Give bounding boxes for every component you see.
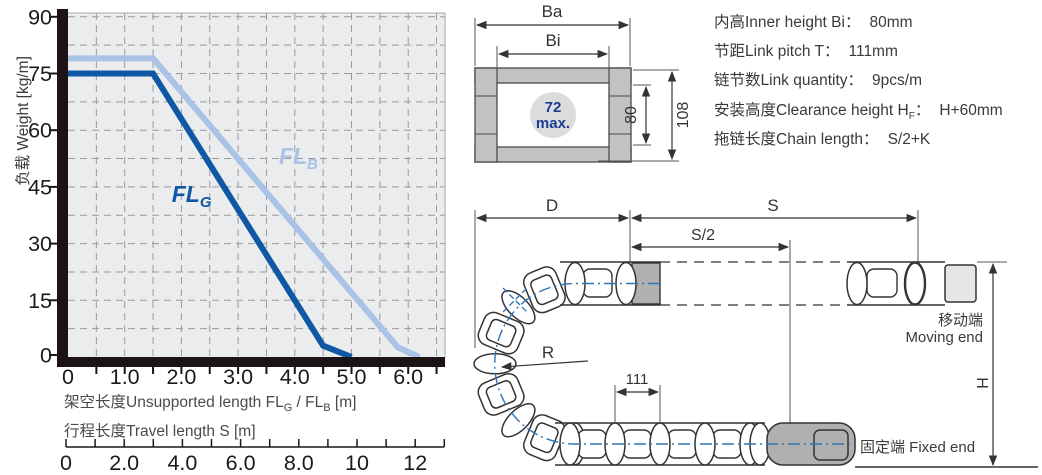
travel-tick-label: 6.0: [226, 451, 256, 475]
x-tick-label: 5.0: [337, 365, 367, 389]
axis-ticks: [49, 15, 438, 374]
y-tick-label: 60: [28, 119, 52, 143]
cable-max-value: 72: [545, 99, 562, 116]
side-plate-left: [474, 67, 498, 163]
series-line-FL_B: [68, 55, 421, 360]
chart-x-axis-captions: 架空长度Unsupported length FLG / FLB [m] 行程长…: [64, 391, 356, 443]
fixed-end-inner-plate: [813, 429, 849, 461]
side-plate-right: [608, 67, 632, 163]
spec-inner-height-value: 80mm: [869, 14, 913, 31]
x-axis-bar: [57, 357, 446, 367]
hf-subscript: F: [908, 110, 915, 122]
pitch-dimension-label: 111: [626, 371, 649, 388]
x-tick-label: 4.0: [280, 365, 310, 389]
ba-extension-lines: [474, 18, 631, 66]
series-line-FL_G: [68, 70, 353, 360]
y-tick-label: 45: [28, 175, 52, 199]
cable-diameter-circle: [530, 92, 576, 138]
travel-tick-label: 4.0: [167, 451, 197, 475]
outer-height-extension-lines: [598, 69, 679, 162]
top-link-plate: [866, 268, 898, 298]
spec-link-quantity-value: 9pcs/m: [872, 72, 923, 90]
moving-end-bracket: [944, 264, 977, 303]
y-tick-label: 75: [28, 62, 52, 86]
s-half-dimension-label: S/2: [691, 227, 715, 244]
spec-link-pitch: 节距Link pitch T：111mm: [714, 43, 898, 61]
top-run-rails: [560, 261, 945, 306]
x-tick-label: 2.0: [166, 365, 196, 389]
chain-centerline: [494, 282, 853, 445]
plot-border: [68, 12, 446, 357]
ba-dimension-label: Ba: [542, 2, 563, 21]
caption-unsupported-length: 架空长度Unsupported length FLG / FLB [m]: [64, 394, 357, 415]
series-label-FL_G: FLG: [172, 181, 212, 211]
fl-g-subscript: G: [283, 402, 293, 415]
radius-label: R: [542, 343, 554, 362]
radius-leader-line: [500, 360, 589, 371]
travel-tick-label: 2.0: [109, 451, 139, 475]
crossbar-bottom: [474, 146, 632, 163]
cross-section-diagram: 72 max. Ba Bi 80 108: [474, 2, 692, 163]
spec-clearance-height: 安装高度Clearance height HF：H+60mm: [714, 101, 1003, 122]
s-dimension-label: S: [767, 196, 778, 215]
fixed-end-label: 固定端 Fixed end: [860, 439, 975, 456]
side-plate-segments: [475, 95, 631, 135]
link-joint-moving: [903, 261, 927, 306]
load-capacity-chart: FLB FLG 0 15 30 45 60 75 90 0 1.0 2.0 3.0 4.0 5.0 6.0 0 2…: [28, 5, 446, 475]
spec-inner-height: 内高Inner height Bi：80mm: [714, 14, 913, 31]
chain-layout-diagram: D S S/2 R 111 H: [473, 196, 1038, 468]
spec-link-quantity: 链节数Link quantity：9pcs/m: [714, 72, 923, 90]
extension-lines: [474, 210, 1007, 445]
travel-tick-label: 12: [403, 451, 427, 475]
cable-max-label: max.: [536, 115, 570, 132]
bi-dimension-label: Bi: [545, 31, 560, 50]
spec-link-pitch-value: 111mm: [848, 43, 898, 61]
fl-b-subscript: B: [323, 402, 331, 415]
chart-y-axis-title: 负载 Weight [kg/m]: [15, 56, 32, 186]
x-tick-label: 0: [62, 365, 74, 389]
travel-tick-label: 0: [60, 451, 72, 475]
travel-tick-label: 10: [345, 451, 369, 475]
travel-tick-label: 8.0: [284, 451, 314, 475]
travel-length-ruler: 0 2.0 4.0 6.0 8.0 10 12: [60, 439, 446, 475]
caption-travel-length: 行程长度Travel length S [m]: [64, 423, 256, 441]
x-tick-label: 6.0: [393, 365, 423, 389]
moving-end-label-zh: 移动端: [938, 312, 983, 329]
inner-height-label: 80: [623, 106, 640, 124]
series-label-FL_B: FLB: [279, 143, 318, 173]
x-tick-label: 1.0: [110, 365, 140, 389]
link-joint: [846, 261, 868, 306]
spec-list: 内高Inner height Bi：80mm 节距Link pitch T：11…: [714, 8, 1042, 154]
spec-chain-length: 拖链长度Chain length：S/2+K: [714, 130, 931, 148]
spec-clearance-height-value: H+60mm: [939, 101, 1003, 119]
y-tick-label: 15: [28, 289, 52, 313]
h-dimension-label: H: [973, 377, 990, 389]
bend-center-cross: [502, 287, 528, 313]
outer-height-label: 108: [675, 102, 692, 129]
moving-end-label-en: Moving end: [905, 329, 983, 346]
top-run-dashed: [660, 261, 847, 306]
y-tick-label: 0: [40, 344, 52, 368]
x-tick-label: 3.0: [223, 365, 253, 389]
y-tick-label: 30: [28, 232, 52, 256]
bi-extension-lines: [496, 46, 610, 81]
y-tick-label: 90: [28, 5, 52, 29]
inner-height-extension-lines: [633, 84, 651, 146]
y-axis-bar: [57, 9, 68, 357]
spec-chain-length-value: S/2+K: [887, 130, 931, 148]
crossbar-top: [474, 67, 632, 84]
d-dimension-label: D: [546, 196, 558, 215]
